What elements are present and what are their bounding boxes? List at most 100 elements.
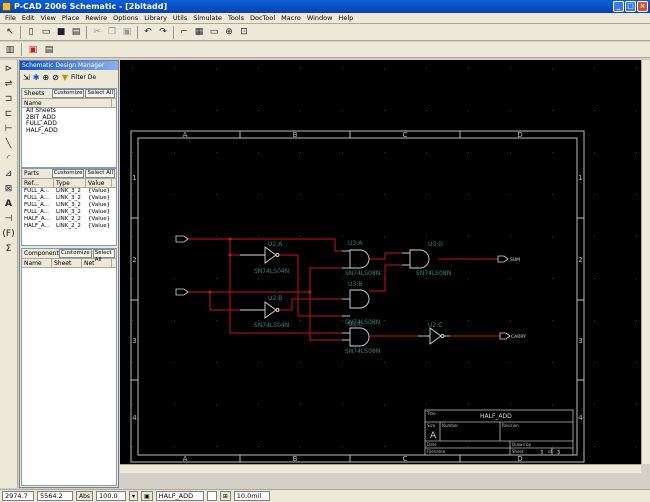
- sheets-customize-button[interactable]: Customize: [51, 89, 85, 98]
- menu-simulate[interactable]: Simulate: [193, 14, 222, 22]
- cut-icon[interactable]: ✂: [93, 27, 101, 37]
- components-customize-button[interactable]: Customize: [58, 249, 92, 258]
- open-folder-icon[interactable]: ▭: [41, 27, 51, 37]
- table-row[interactable]: FULL_A...LINK_3_2{Value}: [22, 188, 116, 195]
- table-row[interactable]: FULL_A...LINK_3_2{Value}: [22, 209, 116, 216]
- grid-size-field[interactable]: 10.0mil: [233, 491, 270, 501]
- zoom-to-icon[interactable]: ⊕: [42, 72, 50, 82]
- parts-select-all-button[interactable]: Select All: [85, 169, 115, 178]
- input-port-a[interactable]: [175, 235, 189, 243]
- inverter-u2b[interactable]: [240, 301, 280, 319]
- save-icon[interactable]: ■: [56, 27, 66, 37]
- part-type-label: SN74LS04N: [254, 322, 289, 329]
- place-line-icon[interactable]: ╲: [5, 139, 12, 149]
- place-part-icon[interactable]: ⊳: [4, 64, 13, 74]
- inverter-u2c[interactable]: [418, 327, 450, 345]
- close-button[interactable]: ×: [637, 1, 648, 12]
- redo-icon[interactable]: ↷: [159, 27, 167, 37]
- menu-library[interactable]: Library: [144, 14, 167, 22]
- menu-window[interactable]: Window: [306, 14, 333, 22]
- sheet-icon[interactable]: ▣: [141, 491, 153, 501]
- place-arc-icon[interactable]: ◜: [6, 154, 11, 164]
- zoom-icon[interactable]: ⊕: [225, 27, 233, 37]
- place-text-icon[interactable]: A: [5, 199, 12, 209]
- print-icon[interactable]: ▤: [71, 27, 81, 37]
- place-port-icon[interactable]: ⊏: [4, 109, 13, 119]
- grid-icon[interactable]: ▥: [5, 44, 15, 55]
- place-wire-icon[interactable]: ⇌: [4, 79, 13, 89]
- sheets-select-all-button[interactable]: Select All: [85, 89, 115, 98]
- copy-icon[interactable]: ❐: [107, 27, 117, 37]
- grid-toggle-icon[interactable]: ⊞: [219, 491, 231, 501]
- input-port-b[interactable]: [175, 288, 189, 296]
- netlist-icon[interactable]: ▦: [194, 27, 204, 37]
- place-pin-icon[interactable]: ⊢: [4, 124, 13, 134]
- menu-view[interactable]: View: [40, 14, 56, 22]
- select-icon[interactable]: ↖: [6, 27, 14, 37]
- schematic-canvas[interactable]: A B C D A B C D 1 2 3 4 1 2 3 4: [120, 60, 641, 464]
- design-manager-icon[interactable]: ▣: [28, 44, 38, 55]
- jump-icon[interactable]: ⊘: [52, 72, 59, 82]
- place-attribute-icon[interactable]: ⊣: [4, 214, 13, 224]
- components-select-all-button[interactable]: Select All: [92, 249, 115, 263]
- inverter-u2a[interactable]: [240, 246, 280, 264]
- grid-dot: [174, 278, 175, 279]
- zoom-window-icon[interactable]: ▭: [209, 27, 219, 37]
- pin-icon[interactable]: ⇲: [23, 72, 30, 82]
- undo-icon[interactable]: ↶: [144, 27, 152, 37]
- table-row[interactable]: FULL_A...LINK_3_2{Value}: [22, 202, 116, 209]
- place-field-icon[interactable]: (F): [2, 229, 15, 239]
- grid-dot: [384, 404, 385, 405]
- tree-icon[interactable]: ✱: [32, 72, 40, 82]
- and-gate-u3c[interactable]: [342, 327, 370, 347]
- output-port-carry[interactable]: [499, 332, 511, 340]
- zoom-dropdown-icon[interactable]: ▾: [129, 491, 139, 501]
- output-port-sum[interactable]: [497, 255, 509, 263]
- menu-doctool[interactable]: DocTool: [249, 14, 276, 22]
- place-sum-icon[interactable]: Σ: [5, 244, 12, 254]
- minimize-button[interactable]: _: [613, 1, 624, 12]
- menu-file[interactable]: File: [5, 14, 16, 22]
- zone-col-label: D: [517, 455, 522, 463]
- part-ref: HALF_A...: [24, 223, 50, 229]
- maximize-button[interactable]: □: [625, 1, 636, 12]
- list-item[interactable]: HALF_ADD: [26, 126, 58, 134]
- menu-edit[interactable]: Edit: [21, 14, 35, 22]
- place-bus-icon[interactable]: ⊐: [4, 94, 13, 104]
- parts-customize-button[interactable]: Customize: [51, 169, 85, 178]
- and-gate-u3d[interactable]: [402, 249, 430, 269]
- table-row[interactable]: FULL_A...LINK_3_2{Value}: [22, 195, 116, 202]
- menu-macro[interactable]: Macro: [281, 14, 301, 22]
- properties-icon[interactable]: ▤: [44, 44, 54, 55]
- grid-dot: [552, 320, 553, 321]
- horizontal-scrollbar[interactable]: [120, 464, 641, 473]
- menu-place[interactable]: Place: [61, 14, 80, 22]
- menu-help[interactable]: Help: [338, 14, 354, 22]
- place-polygon-icon[interactable]: ⊿: [4, 169, 13, 179]
- grid-dot: [552, 152, 553, 153]
- place-ieee-icon[interactable]: ⊠: [4, 184, 13, 194]
- zoom-field[interactable]: 100.0: [96, 491, 127, 501]
- sheet-selector[interactable]: HALF_ADD: [155, 491, 204, 501]
- new-file-icon[interactable]: ▯: [28, 27, 34, 37]
- grid-dot: [300, 362, 301, 363]
- filter-icon[interactable]: ▼: [61, 72, 68, 82]
- and-gate-u3b[interactable]: [342, 289, 370, 317]
- menu-tools[interactable]: Tools: [227, 14, 244, 22]
- and-gate-u3a[interactable]: [342, 249, 370, 269]
- menu-options[interactable]: Options: [113, 14, 139, 22]
- list-item[interactable]: All Sheets: [26, 107, 56, 114]
- abs-button[interactable]: Abs: [76, 491, 94, 501]
- table-row[interactable]: HALF_A...LINK_2_2{Value}: [22, 223, 116, 230]
- menu-utils[interactable]: Utils: [172, 14, 188, 22]
- list-item[interactable]: 2BIT_ADD: [26, 113, 56, 121]
- table-row[interactable]: HALF_A...LINK_2_2{Value}: [22, 216, 116, 223]
- net-icon[interactable]: ⌐: [180, 27, 188, 37]
- vertical-scrollbar[interactable]: [641, 60, 650, 464]
- list-item[interactable]: FULL_ADD: [26, 120, 57, 127]
- grid-dot: [258, 278, 259, 279]
- menu-rewire[interactable]: Rewire: [85, 14, 108, 22]
- zoom-extents-icon[interactable]: ⊡: [240, 27, 248, 37]
- color-box[interactable]: [206, 491, 217, 501]
- paste-icon[interactable]: ▣: [122, 27, 132, 37]
